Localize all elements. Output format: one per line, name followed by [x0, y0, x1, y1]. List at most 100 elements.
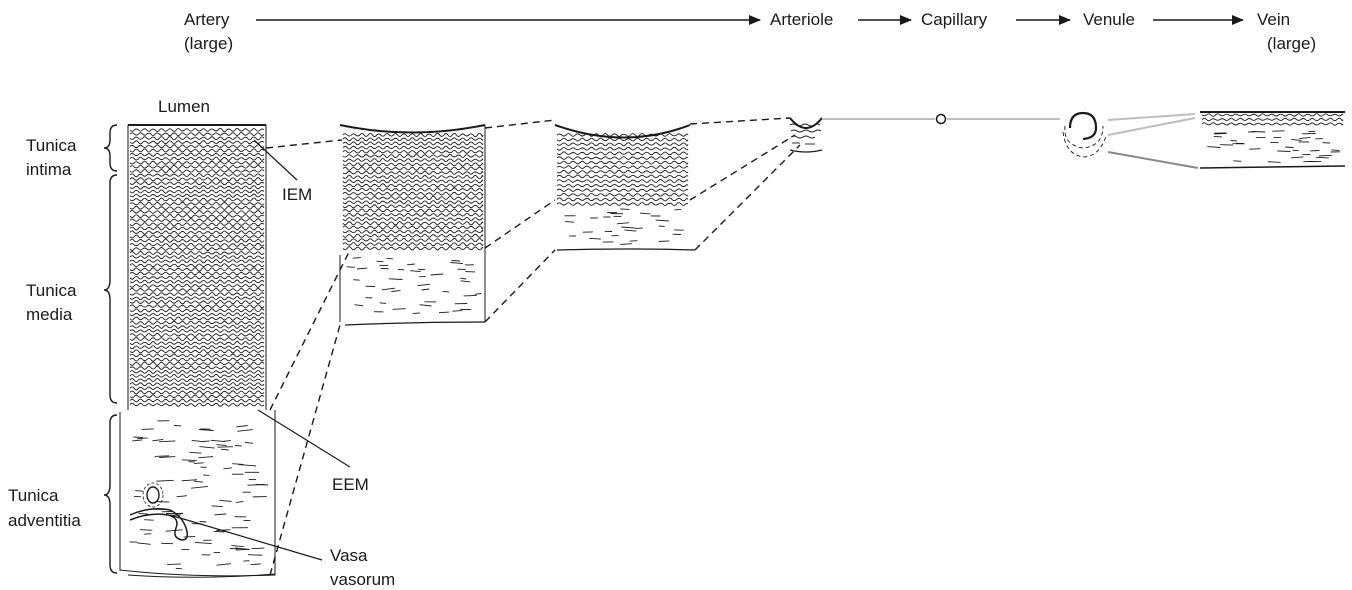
vasa-vasorum-sheath — [142, 482, 164, 508]
elastic-lamella — [129, 160, 265, 165]
vasa-vasorum-label-line1: Vasa — [330, 546, 368, 565]
adventitia-fiber — [391, 290, 401, 292]
elastic-lamella — [129, 214, 265, 219]
adventitia-fiber — [407, 263, 415, 266]
artery-adventitia-fibers — [129, 420, 268, 570]
adventitia-fiber — [214, 513, 227, 516]
elastic-lamella — [129, 390, 265, 395]
elastic-lamella — [556, 174, 689, 179]
tunica-media-label-line1: Tunica — [26, 281, 77, 300]
adventitia-fiber — [236, 548, 250, 551]
vein-fiber — [1291, 156, 1304, 159]
elastic-lamella — [129, 300, 265, 305]
tunica-adventitia-brace — [103, 414, 118, 574]
adventitia-fiber — [474, 293, 482, 295]
vein-wall-section — [1199, 111, 1346, 169]
stage-arteriole-label: Arteriole — [770, 10, 833, 29]
elastic-lamella — [556, 146, 689, 151]
vasa-vasorum-label-line2: vasorum — [330, 570, 395, 589]
elastic-lamella — [129, 127, 265, 133]
elastic-lamella — [556, 192, 689, 197]
vein-fiber — [1291, 139, 1302, 141]
adventitia-fiber — [410, 270, 421, 273]
elastic-lamella — [129, 283, 265, 288]
projection-line-media-2 — [484, 199, 556, 249]
elastic-lamella — [129, 341, 265, 346]
connector-lines — [822, 113, 1199, 169]
elastic-lamella — [129, 246, 265, 251]
adventitia-fiber — [183, 535, 196, 538]
stage-artery-note: (large) — [184, 34, 233, 53]
adventitia-fiber — [381, 287, 395, 291]
elastic-lamella — [556, 188, 689, 193]
elastic-lamella — [129, 242, 265, 247]
elastic-lamella — [342, 233, 484, 238]
adventitia-fiber — [194, 541, 212, 545]
venule-section — [1062, 111, 1107, 158]
projection-line-adventitia-2 — [484, 249, 556, 323]
artery-outer-edge — [127, 573, 276, 578]
adventitia-fiber — [223, 440, 231, 442]
arteriole-section — [789, 117, 823, 153]
adventitia-fiber — [167, 563, 181, 566]
elastic-lamella — [342, 237, 484, 243]
elastic-lamella — [129, 402, 265, 407]
venule-to-vein-lower-line — [1107, 151, 1199, 169]
adventitia-fiber — [175, 567, 183, 570]
adventitia-fiber — [346, 266, 355, 268]
elastic-lamella — [556, 142, 689, 147]
artery-adventitia-outline — [119, 410, 276, 577]
adventitia-fiber — [155, 501, 170, 503]
adventitia-fiber — [139, 529, 153, 531]
elastic-lamella — [556, 160, 689, 165]
adventitia-fiber — [176, 495, 188, 498]
adventitia-fiber — [392, 308, 406, 310]
adventitia-fiber — [202, 474, 210, 476]
adventitia-fiber — [181, 479, 197, 482]
elastic-lamella — [129, 263, 265, 268]
elastic-lamella — [129, 148, 265, 153]
elastic-lamella — [129, 132, 265, 137]
vein-fiber — [1213, 135, 1222, 138]
elastic-lamella — [342, 153, 484, 159]
elastic-lamella — [129, 398, 265, 403]
adventitia-fiber — [655, 219, 669, 222]
vein-fiber — [1249, 148, 1261, 150]
elastic-lamella — [129, 312, 265, 317]
adventitia-fiber — [251, 547, 265, 550]
elastic-lamella — [342, 132, 484, 138]
projection-lines — [265, 117, 801, 576]
adventitia-fiber — [182, 459, 197, 462]
medium-artery-outer-edge — [344, 321, 486, 326]
elastic-lamella — [342, 225, 484, 230]
stage-artery-label: Artery — [184, 10, 230, 29]
adventitia-fiber — [165, 529, 183, 532]
elastic-lamella — [342, 229, 484, 234]
vasa-vasorum-vessel — [129, 482, 189, 541]
adventitia-fiber — [255, 483, 268, 486]
elastic-lamella — [342, 208, 484, 213]
elastic-lamella — [129, 136, 265, 141]
small-artery-outer-edge — [556, 248, 696, 251]
elastic-lamella — [129, 353, 265, 358]
elastic-lamella — [129, 394, 265, 399]
elastic-lamella — [342, 204, 484, 209]
elastic-lamella — [129, 177, 265, 182]
vasa-vasorum-leader-line — [169, 514, 323, 561]
tunica-adventitia-label-line2: adventitia — [8, 511, 81, 530]
projection-line-media-1 — [269, 249, 351, 411]
adventitia-fiber — [234, 444, 242, 447]
vein-fiber — [1233, 160, 1242, 162]
adventitia-fiber — [210, 439, 225, 443]
vein-fiber — [1318, 154, 1332, 157]
vein-fiber — [1285, 146, 1294, 148]
tunica-media-brace — [103, 174, 118, 404]
elastic-lamella — [342, 187, 484, 192]
small-artery-elastic-lamellae — [556, 133, 689, 206]
adventitia-fiber — [624, 229, 637, 232]
elastic-lamella — [342, 242, 484, 247]
adventitia-fiber — [194, 462, 204, 464]
elastic-lamella — [129, 271, 265, 276]
adventitia-fiber — [193, 480, 204, 483]
